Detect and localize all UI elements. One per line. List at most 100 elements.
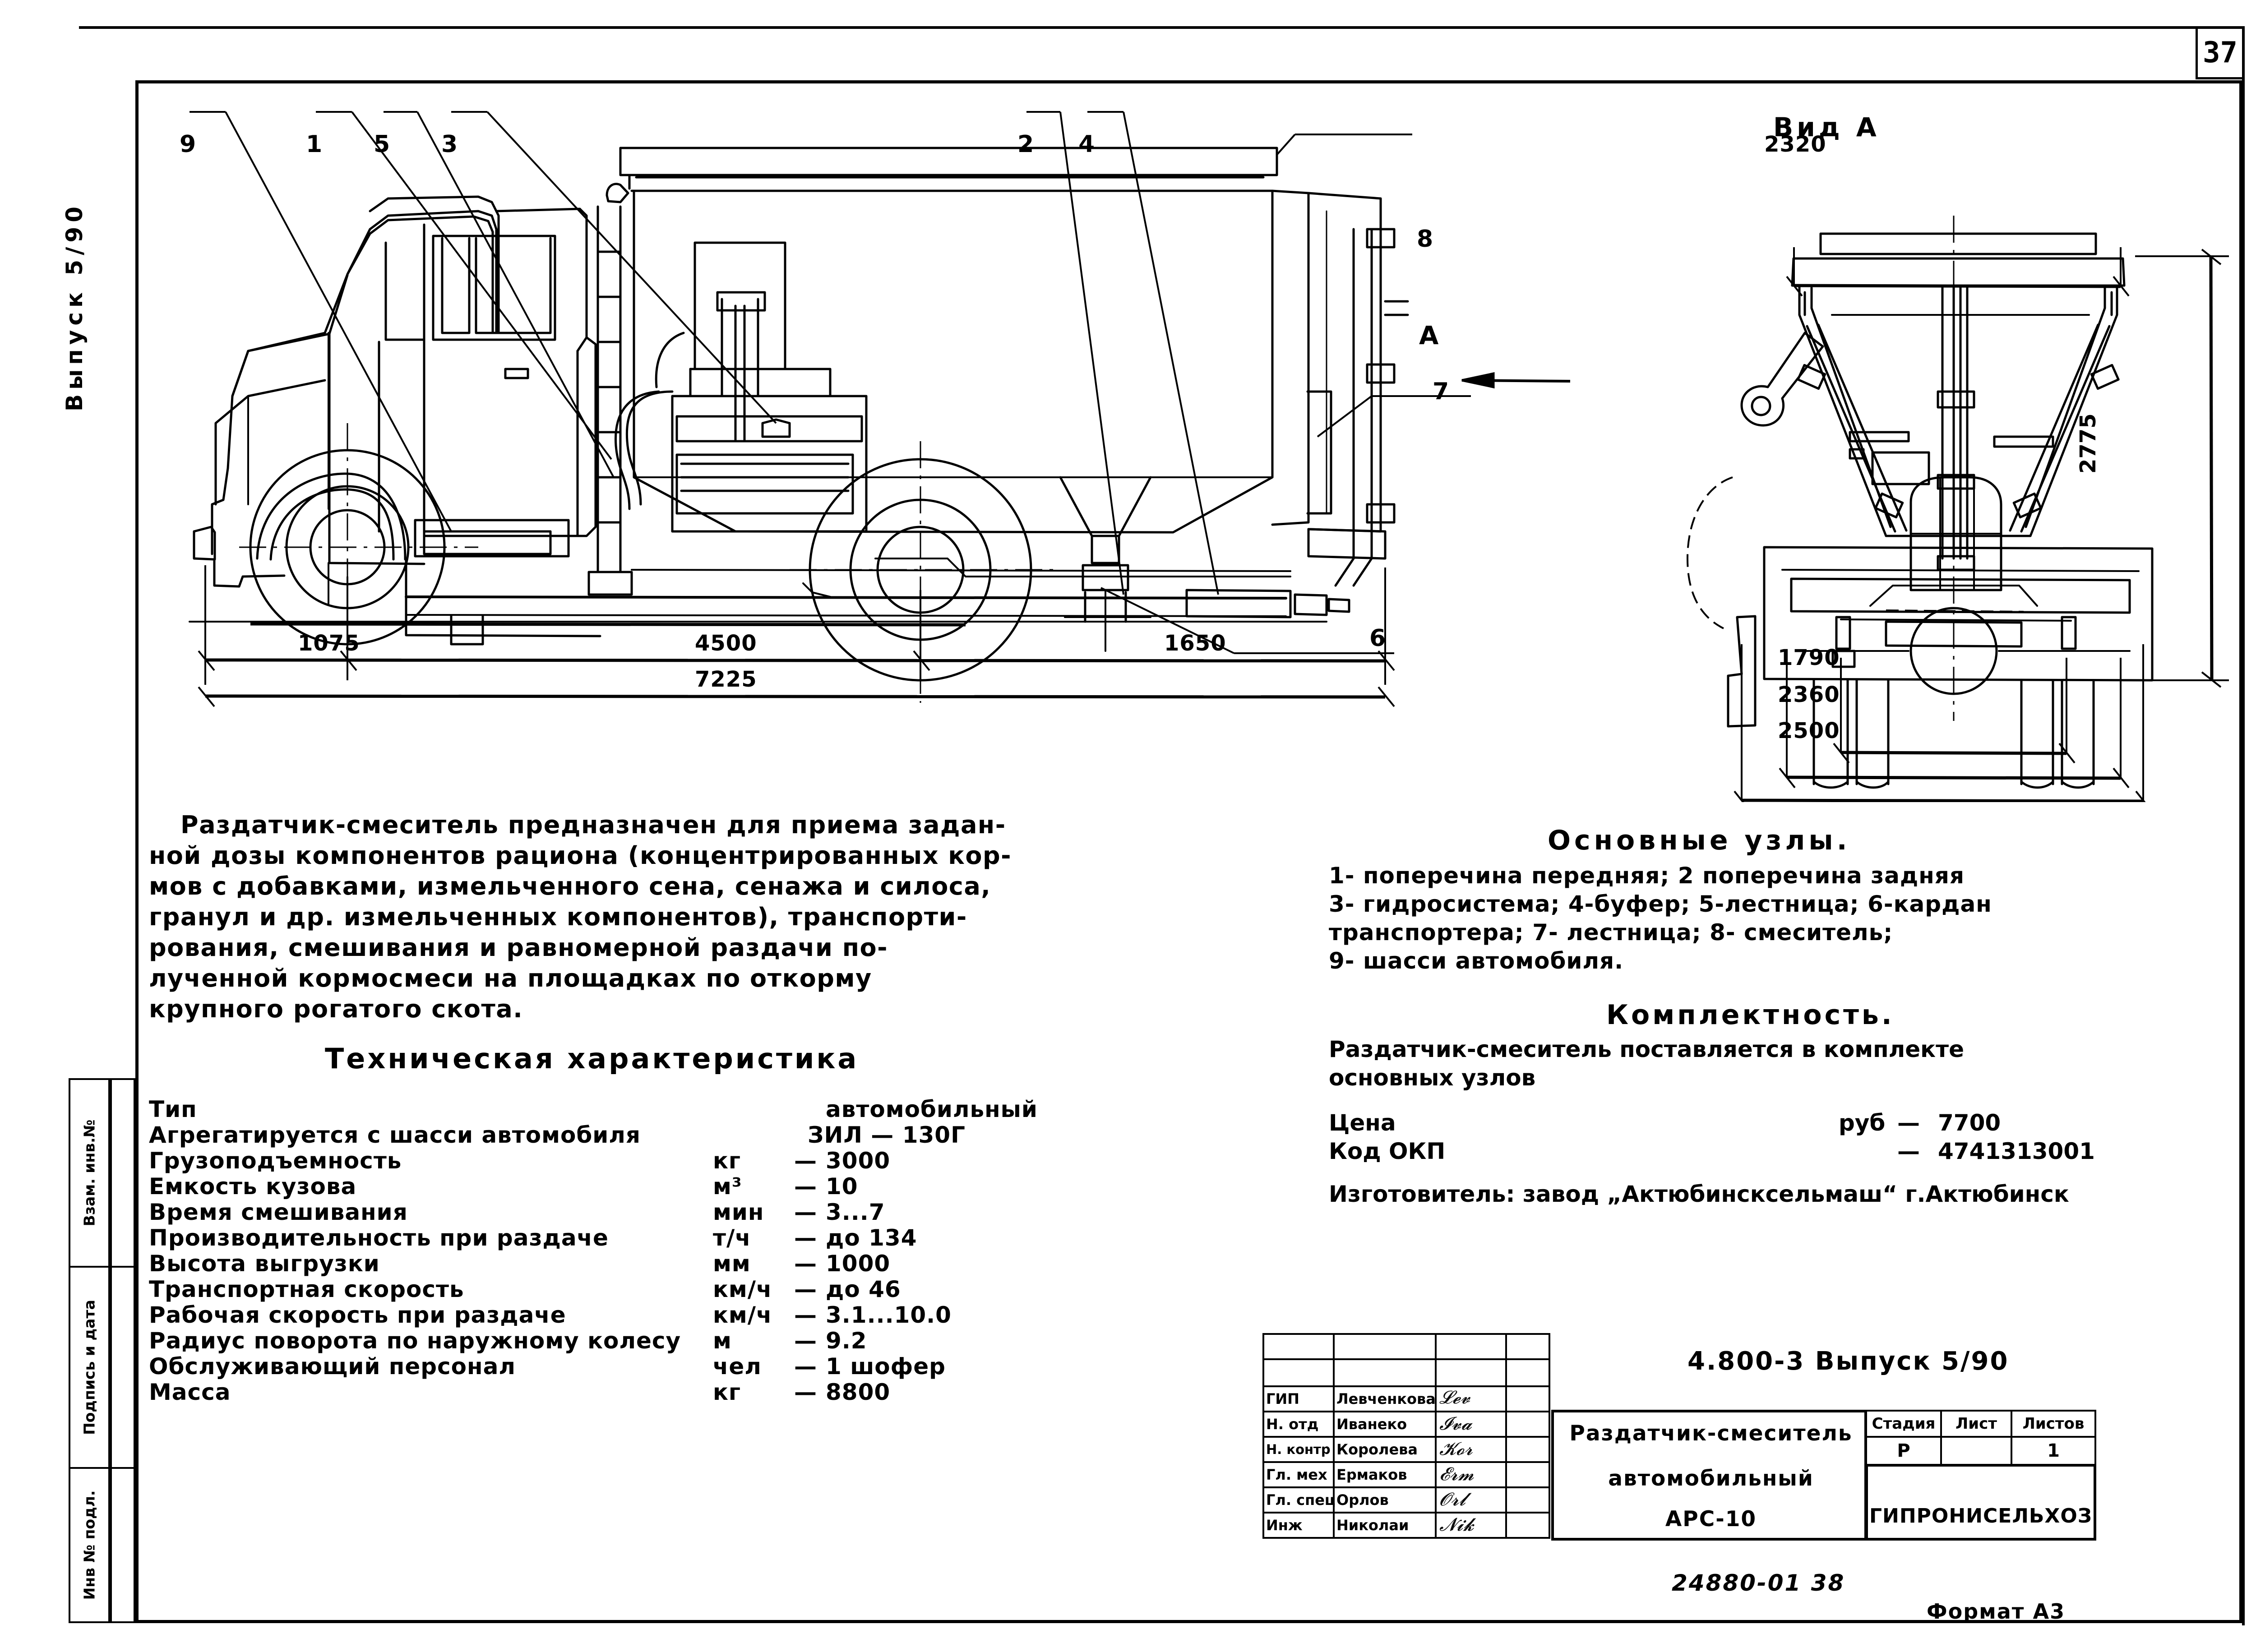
- price-value: 7700: [1938, 1110, 2001, 1136]
- callout-1: 1: [306, 131, 323, 158]
- spec-value: ЗИЛ — 130Г: [808, 1122, 966, 1148]
- spec-dash: —: [794, 1148, 817, 1174]
- staff-role: Гл. спец: [1266, 1491, 1336, 1509]
- spec-dash: —: [794, 1199, 817, 1225]
- price-table: Цена руб — 7700 Код ОКП — 4741313001: [1329, 1110, 2256, 1167]
- spec-name: Высота выгрузки: [149, 1251, 380, 1277]
- staff-date-cell: [1505, 1512, 1550, 1539]
- staff-role: Гл. мех: [1266, 1466, 1327, 1483]
- object-name-line-2: автомобильный: [1608, 1466, 1814, 1491]
- completeness-line: Раздатчик-смеситель поставляется в компл…: [1329, 1036, 1964, 1062]
- staff-role: Н. контр: [1266, 1442, 1331, 1457]
- dim-7225: 7225: [695, 667, 757, 692]
- main-units-title: Основные узлы.: [1548, 825, 1851, 856]
- rev-cell: [1333, 1358, 1437, 1387]
- staff-name: Иванеко: [1336, 1416, 1407, 1433]
- margin-cell-podpis: Подпись и дата: [69, 1266, 110, 1469]
- completeness-line: основных узлов: [1329, 1065, 1536, 1091]
- dim-1650: 1650: [1164, 631, 1226, 656]
- spec-row: Агрегатируется с шасси автомобиля ЗИЛ — …: [149, 1122, 1187, 1148]
- sheet-outer-top-border: [79, 26, 2245, 29]
- spec-value: до 46: [826, 1276, 901, 1302]
- spec-unit: мм: [713, 1251, 751, 1277]
- margin-cell-inv: Инв № подл.: [69, 1467, 110, 1623]
- view-arrow-label-a: А: [1419, 321, 1439, 351]
- signature-scribble: 𝓚𝓸𝓻: [1439, 1439, 1473, 1459]
- price-name: Код ОКП: [1329, 1138, 1446, 1164]
- spec-unit: м: [713, 1328, 732, 1354]
- spec-name: Агрегатируется с шасси автомобиля: [149, 1122, 641, 1148]
- main-units-line: 3- гидросистема; 4-буфер; 5-лестница; 6-…: [1329, 891, 1992, 917]
- sheets-header: Листов: [2022, 1415, 2085, 1433]
- dim-2320: 2320: [1764, 132, 1826, 157]
- main-units-list: 1- поперечина передняя; 2 поперечина зад…: [1329, 862, 2231, 975]
- spec-name: Производительность при раздаче: [149, 1225, 609, 1251]
- object-name-line-3: АРС-10: [1665, 1507, 1757, 1532]
- spec-name: Транспортная скорость: [149, 1276, 464, 1302]
- sheets-value: 1: [2047, 1440, 2060, 1461]
- spec-row: Обслуживающий персонал чел — 1 шофер: [149, 1353, 1187, 1380]
- spec-value: 10: [826, 1173, 858, 1200]
- price-dash: —: [1897, 1138, 1920, 1164]
- staff-date-cell: [1505, 1461, 1550, 1488]
- rev-cell: [1505, 1358, 1550, 1387]
- sheet-header: Лист: [1956, 1415, 1997, 1433]
- spec-dash: —: [794, 1379, 817, 1405]
- staff-date-cell: [1505, 1436, 1550, 1463]
- spec-row: Производительность при раздаче т/ч — до …: [149, 1225, 1187, 1251]
- signature-scribble: 𝓞𝓻𝓵: [1439, 1489, 1466, 1510]
- main-units-line: 1- поперечина передняя; 2 поперечина зад…: [1329, 863, 1965, 889]
- margin-label-vzam: Взам. инв.№: [80, 1119, 98, 1227]
- price-row: Код ОКП — 4741313001: [1329, 1138, 2256, 1167]
- spec-dash: —: [794, 1225, 817, 1251]
- spec-value: до 134: [826, 1225, 917, 1251]
- spec-unit: м³: [713, 1173, 742, 1200]
- staff-name: Орлов: [1336, 1491, 1389, 1509]
- drawing-code-line: 4.800-3 Выпуск 5/90: [1687, 1347, 2009, 1376]
- technical-drawings: [189, 111, 2229, 802]
- staff-name: Королева: [1336, 1441, 1418, 1458]
- spec-dash: —: [794, 1276, 817, 1302]
- signature-scribble: 𝓔𝓻𝓶: [1439, 1464, 1474, 1485]
- spec-value: 8800: [826, 1379, 891, 1405]
- signature-scribble: 𝓛𝓮𝓿: [1439, 1387, 1470, 1408]
- spec-unit: мин: [713, 1199, 764, 1225]
- staff-role: Инж: [1266, 1517, 1303, 1534]
- description-paragraph: Раздатчик-смеситель предназначен для при…: [149, 810, 1196, 1024]
- callout-2: 2: [1017, 131, 1034, 158]
- dim-2775: 2775: [2076, 413, 2101, 474]
- description-line: Раздатчик-смеситель предназначен для при…: [180, 811, 1006, 839]
- staff-date-cell: [1505, 1411, 1550, 1438]
- spec-value: 1000: [826, 1251, 891, 1277]
- main-units-line: 9- шасси автомобиля.: [1329, 948, 1624, 974]
- price-dash: —: [1897, 1110, 1920, 1136]
- spec-value: 3...7: [826, 1199, 885, 1225]
- sheet-format: Формат А3: [1927, 1599, 2066, 1624]
- signature-scribble: 𝓘𝓿𝓪: [1439, 1413, 1472, 1434]
- sheet-value: [1940, 1436, 2012, 1466]
- spec-row: Транспортная скорость км/ч — до 46: [149, 1276, 1187, 1302]
- stage-value: Р: [1897, 1440, 1910, 1461]
- rear-view-title: Вид А: [1773, 112, 1880, 143]
- drawing-inner-frame: [135, 80, 2242, 1623]
- spec-dash: —: [794, 1353, 817, 1380]
- organization-box: [1865, 1464, 2096, 1541]
- spec-unit: т/ч: [713, 1225, 751, 1251]
- margin-cell-podpis-blank: [110, 1266, 135, 1469]
- description-line: рования, смешивания и равномерной раздач…: [149, 933, 888, 962]
- spec-value: 3000: [826, 1148, 891, 1174]
- margin-cell-vzam: Взам. инв.№: [69, 1078, 110, 1268]
- rev-cell: [1262, 1358, 1335, 1387]
- spec-name: Рабочая скорость при раздаче: [149, 1302, 566, 1328]
- spec-name: Грузоподъемность: [149, 1148, 402, 1174]
- spec-dash: —: [794, 1251, 817, 1277]
- description-line: лученной кормосмеси на площадках по отко…: [149, 964, 872, 992]
- rev-cell: [1435, 1333, 1507, 1360]
- tech-spec-title: Техническая характеристика: [325, 1042, 859, 1075]
- description-line: ной дозы компонентов рациона (концентрир…: [149, 841, 1012, 870]
- page-number: 37: [2196, 26, 2245, 79]
- spec-row: Радиус поворота по наружному колесу м — …: [149, 1328, 1187, 1354]
- manufacturer-line: Изготовитель: завод „Актюбинсксельмаш“ г…: [1329, 1181, 2069, 1207]
- spec-row: Масса кг — 8800: [149, 1379, 1187, 1405]
- sheet-outer-right-border: [2242, 26, 2245, 1625]
